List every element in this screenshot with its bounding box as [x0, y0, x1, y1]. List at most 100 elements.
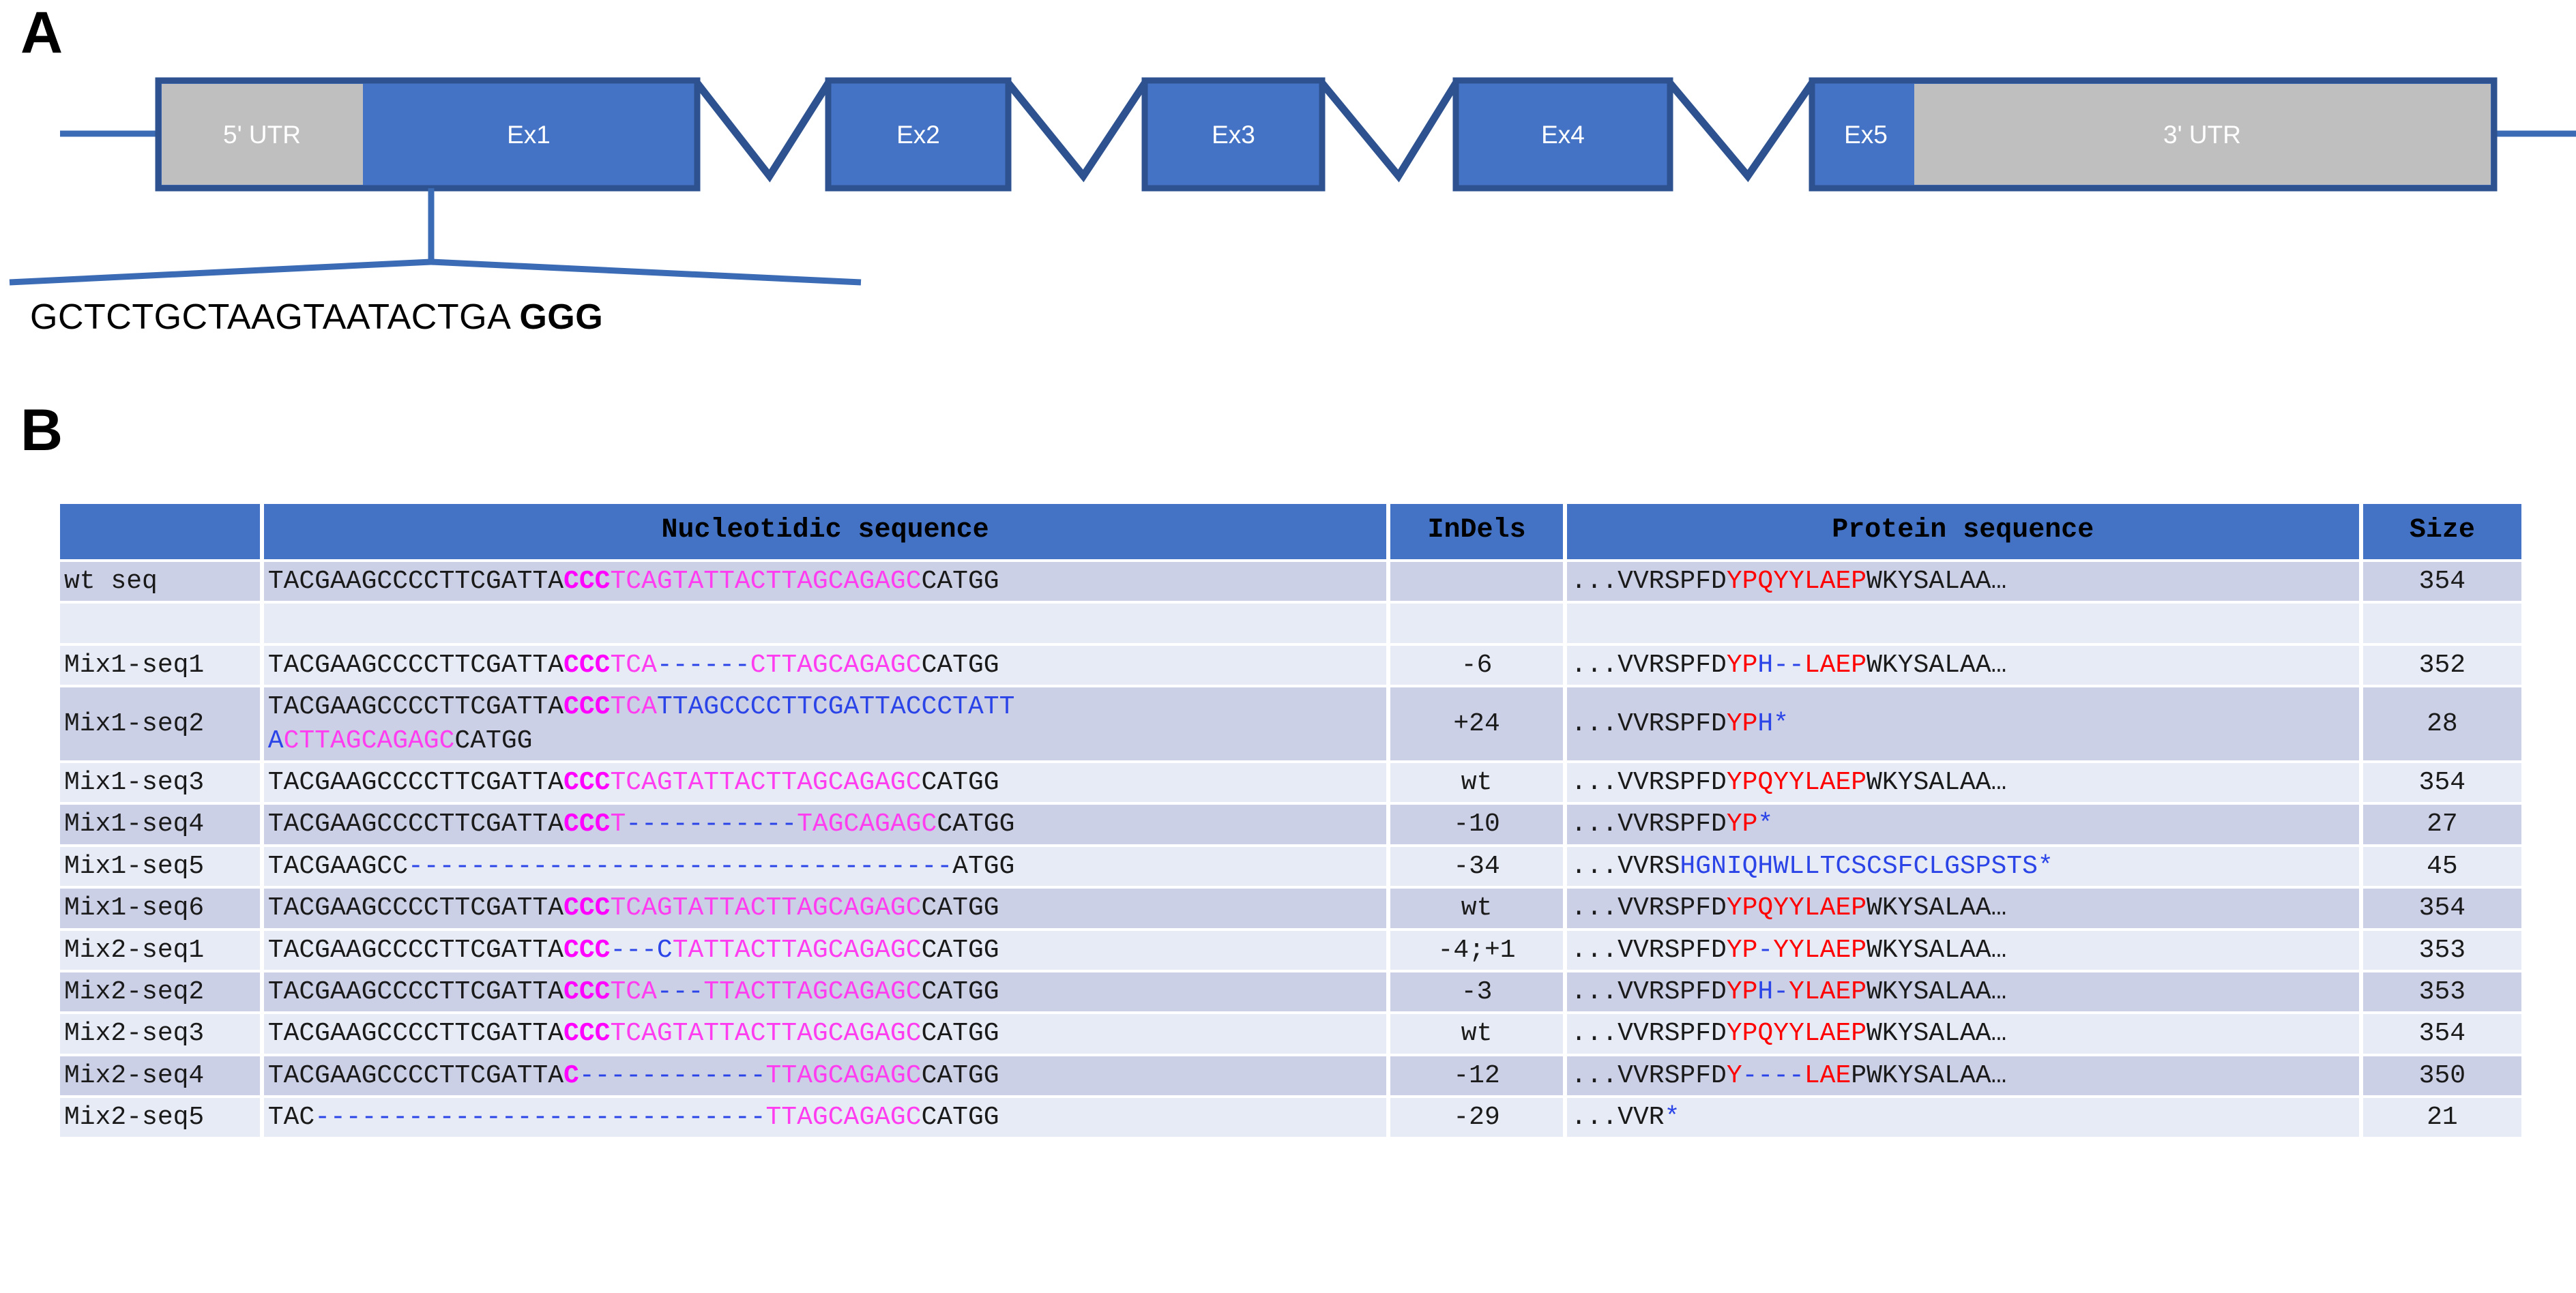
prot-run-0: ...VVRSPFD: [1570, 977, 1727, 1007]
prot-run-0: ...VVRSPFD: [1570, 567, 1727, 596]
nuc-run-1: CTTAGCAGAGC: [283, 726, 455, 756]
prot-run-0: ...VVR: [1570, 1103, 1665, 1133]
prot-run-1: YPQYYLAEP: [1726, 1019, 1867, 1049]
nuc-run-2: TCAGTATTACTTAGCAGAGC: [610, 893, 922, 923]
nucleotidic-sequence-mix2-seq5: TAC-----------------------------TTAGCAGA…: [263, 1098, 1387, 1138]
prot-run-3: LAE: [1804, 1060, 1852, 1090]
nucleotidic-sequence-mix1-seq1: TACGAAGCCCCTTCGATTACCCTCA------CTTAGCAGA…: [263, 645, 1387, 685]
nuc-line-0: TACGAAGCCCCTTCGATTACCCTCATTAGCCCCTTCGATT…: [268, 690, 1383, 724]
indels-mix1-seq5: -34: [1390, 846, 1563, 887]
row-label-mix2-seq5: Mix2-seq5: [60, 1098, 260, 1138]
row-label-mix1-seq1: Mix1-seq1: [60, 645, 260, 685]
nuc-run-0: TACGAAGCCCCTTCGATTA: [267, 1019, 564, 1049]
spacer-cell: [1390, 604, 1563, 643]
size-mix1-seq6: 354: [2362, 889, 2521, 928]
nuc-run-3: TTAGCAGAGC: [765, 1060, 922, 1090]
size-mix1-seq3: 354: [2362, 762, 2521, 803]
indels-mix2-seq3: wt: [1390, 1014, 1563, 1054]
nuc-run-0: TACGAAGCCCCTTCGATTA: [267, 809, 564, 839]
nuc-line-0: TACGAAGCCCCTTCGATTACCCTCA------CTTAGCAGA…: [268, 649, 1383, 682]
nuc-run-3: ------: [656, 650, 750, 680]
row-label-mix2-seq4: Mix2-seq4: [60, 1056, 260, 1096]
size-mix2-seq3: 354: [2362, 1014, 2521, 1054]
nucleotidic-sequence-mix1-seq2: TACGAAGCCCCTTCGATTACCCTCATTAGCCCCTTCGATT…: [263, 687, 1387, 760]
size-wt-seq: 354: [2362, 562, 2521, 601]
protein-sequence-mix2-seq3: ...VVRSPFDYPQYYLAEPWKYSALAA…: [1566, 1014, 2359, 1054]
prot-run-0: ...VVRSPFD: [1570, 767, 1727, 797]
indels-mix2-seq2: -3: [1390, 972, 1563, 1012]
prot-run-0: ...VVRSPFD: [1570, 893, 1727, 923]
prot-run-0: ...VVRSPFD: [1570, 650, 1727, 680]
gene-structure-svg: 5' UTR Ex1 Ex2 Ex3 Ex4 Ex5 3' UTR: [9, 77, 2576, 286]
intron-4: [1667, 80, 1815, 183]
nuc-run-1: -----------------------------: [314, 1103, 766, 1133]
nuc-run-5: CATGG: [937, 809, 1015, 839]
nuc-run-3: CATGG: [921, 1103, 999, 1133]
callout-left-arm: [9, 258, 432, 286]
nucleotidic-sequence-mix2-seq1: TACGAAGCCCCTTCGATTACCC---CTATTACTTAGCAGA…: [263, 930, 1387, 970]
prot-run-2: H: [1757, 650, 1774, 680]
nuc-run-4: TTACTTAGCAGAGC: [703, 977, 922, 1007]
prot-run-4: WKYSALAA…: [1867, 935, 2007, 965]
size-mix2-seq4: 350: [2362, 1056, 2521, 1096]
nuc-run-2: TCA: [610, 650, 657, 680]
header-indels: InDels: [1390, 504, 1563, 559]
spacer-cell: [60, 604, 260, 643]
nuc-run-2: ---: [610, 935, 657, 965]
nuc-run-0: TACGAAGCCCCTTCGATTA: [267, 650, 564, 680]
nuc-run-4: CTTAGCAGAGC: [750, 650, 922, 680]
nuc-run-1: CCC: [564, 567, 611, 596]
prot-run-4: PWKYSALAA…: [1851, 1060, 2007, 1090]
nuc-run-3: CATGG: [921, 893, 999, 923]
size-mix2-seq2: 353: [2362, 972, 2521, 1012]
nuc-line-0: TACGAAGCCCCTTCGATTACCCT-----------TAGCAG…: [268, 807, 1383, 841]
exon3-box: [1141, 77, 1326, 192]
nuc-line-0: TACGAAGCCCCTTCGATTACCCTCAGTATTACTTAGCAGA…: [268, 766, 1383, 799]
row-label-mix1-seq3: Mix1-seq3: [60, 762, 260, 803]
header-size: Size: [2362, 504, 2521, 559]
nucleotidic-sequence-mix1-seq6: TACGAAGCCCCTTCGATTACCCTCAGTATTACTTAGCAGA…: [263, 889, 1387, 928]
three-utr-label: 3' UTR: [2163, 121, 2241, 149]
panel-a-letter: A: [20, 0, 63, 65]
nuc-run-1: CCC: [564, 650, 611, 680]
spacer-cell: [263, 604, 1387, 643]
prot-run-1: *: [1664, 1103, 1680, 1133]
indels-mix1-seq1: -6: [1390, 645, 1563, 685]
protein-sequence-mix2-seq1: ...VVRSPFDYP-YYLAEPWKYSALAA…: [1566, 930, 2359, 970]
nuc-line-0: TACGAAGCCCCTTCGATTAC------------TTAGCAGA…: [268, 1059, 1383, 1093]
size-mix1-seq5: 45: [2362, 846, 2521, 887]
nuc-run-0: A: [267, 726, 284, 756]
nuc-run-0: TACGAAGCCCCTTCGATTA: [267, 767, 564, 797]
indels-mix2-seq1: -4;+1: [1390, 930, 1563, 970]
nuc-run-2: CATGG: [454, 726, 533, 756]
nuc-run-4: TATTACTTAGCAGAGC: [672, 935, 922, 965]
nuc-run-5: CATGG: [921, 935, 999, 965]
nuc-run-1: CCC: [564, 767, 611, 797]
indels-wt-seq: [1390, 562, 1563, 601]
prot-run-2: WKYSALAA…: [1867, 1019, 2007, 1049]
indels-mix2-seq4: -12: [1390, 1056, 1563, 1096]
exon4-box: [1452, 77, 1673, 192]
prot-run-1: YPQYYLAEP: [1726, 767, 1867, 797]
three-utr-box: [1914, 84, 2491, 185]
nuc-run-2: T: [610, 809, 626, 839]
prot-run-4: YLAEP: [1789, 977, 1867, 1007]
nuc-run-0: TACGAAGCCCCTTCGATTA: [267, 893, 564, 923]
prot-run-2: H: [1757, 709, 1774, 739]
prot-run-3: *: [1773, 709, 1789, 739]
intron-2: [1005, 80, 1148, 183]
row-label-mix1-seq4: Mix1-seq4: [60, 805, 260, 844]
row-label-mix1-seq5: Mix1-seq5: [60, 846, 260, 887]
nuc-run-3: -----------: [626, 809, 797, 839]
prot-run-2: H: [1757, 977, 1774, 1007]
nuc-run-3: CATGG: [921, 567, 999, 596]
prot-run-2: ----: [1742, 1060, 1804, 1090]
